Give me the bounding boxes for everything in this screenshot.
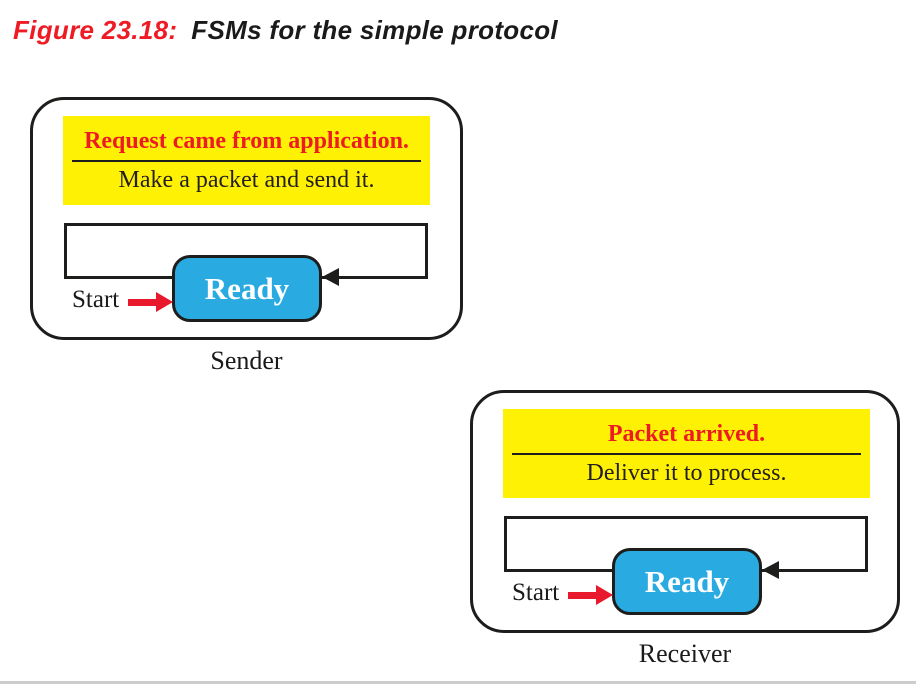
sender-action-text: Make a packet and send it. (118, 167, 375, 193)
figure-number-label: Figure 23.18: (13, 15, 178, 45)
receiver-start-label: Start (512, 579, 560, 606)
sender-event-text: Request came from application. (84, 128, 409, 154)
receiver-event-box: Packet arrived. Deliver it to process. (503, 409, 870, 498)
start-arrow-head (156, 292, 173, 312)
start-arrow-shaft (128, 299, 158, 306)
start-arrow-icon (128, 292, 174, 312)
sender-fsm: Request came from application. Make a pa… (30, 97, 463, 376)
start-arrow-head (596, 585, 613, 605)
sender-start-label: Start (72, 286, 120, 313)
receiver-action-text: Deliver it to process. (586, 460, 787, 486)
bottom-edge-strip (0, 681, 916, 684)
sender-caption: Sender (210, 346, 283, 375)
sender-ready-state: Ready (172, 255, 322, 322)
receiver-machine-outline: Packet arrived. Deliver it to process. R… (470, 390, 900, 633)
sender-state-label: Ready (204, 270, 290, 306)
sender-machine-outline: Request came from application. Make a pa… (30, 97, 463, 340)
receiver-caption: Receiver (638, 639, 732, 668)
loop-arrowhead-icon (762, 561, 779, 579)
start-arrow-icon (568, 585, 614, 605)
loop-arrowhead-icon (322, 268, 339, 286)
start-arrow-shaft (568, 592, 598, 599)
figure-title: Figure 23.18: FSMs for the simple protoco… (13, 15, 558, 46)
event-action-divider (72, 160, 421, 162)
figure-caption-text: FSMs for the simple protocol (191, 15, 558, 45)
event-action-divider (512, 453, 861, 455)
receiver-ready-state: Ready (612, 548, 762, 615)
receiver-event-text: Packet arrived. (607, 421, 766, 447)
receiver-state-label: Ready (644, 563, 730, 599)
sender-event-box: Request came from application. Make a pa… (63, 116, 430, 205)
receiver-fsm: Packet arrived. Deliver it to process. R… (470, 390, 900, 669)
